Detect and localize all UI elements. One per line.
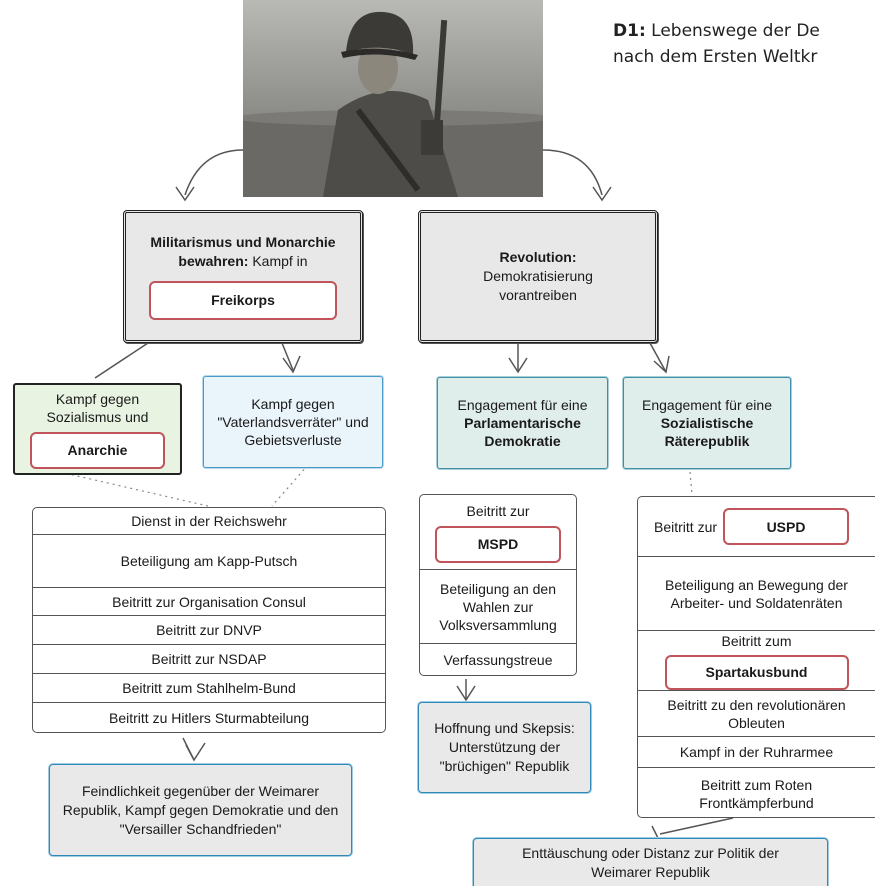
freikorps-badge: Freikorps — [149, 281, 337, 320]
vaterlandsverraeter-text: Kampf gegen "Vaterlandsverräter" und Geb… — [217, 396, 369, 448]
mspd-badge: MSPD — [435, 525, 561, 563]
figure-title: D1: Lebenswege der De nach dem Ersten We… — [613, 18, 875, 70]
spartakus-row: Beitritt zum Spartakusbund — [638, 631, 875, 691]
title-line-2: nach dem Ersten Weltkr — [613, 47, 818, 67]
anarchie-text: Kampf gegen Sozialismus und — [46, 390, 149, 425]
anarchie-badge: Anarchie — [30, 431, 165, 469]
raeterepublik-heading: Sozialistische Räterepublik — [660, 415, 754, 449]
outcome-enttaeuschung-text: Enttäuschung oder Distanz zur Politik de… — [522, 844, 779, 880]
outcome-hoffnung: Hoffnung und Skepsis: Unterstützung der … — [418, 702, 591, 793]
demokratie-text: Engagement für eine — [457, 397, 588, 413]
uspd-badge: USPD — [723, 508, 850, 545]
mspd-row: Beitritt zur MSPD — [420, 495, 576, 570]
list-item-text: Beitritt zu den revolutionären Obleuten — [667, 696, 846, 731]
spartakus-join-text: Beitritt zum — [721, 632, 792, 649]
list-item-text: Beteiligung an den Wahlen zur Volksversa… — [439, 580, 557, 633]
spartakus-badge: Spartakusbund — [664, 654, 849, 690]
right-activity-list: Beitritt zur USPD Beteiligung an Bewegun… — [637, 496, 875, 818]
anarchie-box: Kampf gegen Sozialismus und Anarchie — [13, 383, 182, 475]
list-item: Beitritt zum Roten Frontkämpferbund — [638, 768, 875, 817]
uspd-row: Beitritt zur USPD — [638, 497, 875, 557]
demokratie-heading: Parlamentarische Demokratie — [464, 415, 581, 449]
outcome-enttaeuschung: Enttäuschung oder Distanz zur Politik de… — [473, 838, 828, 886]
list-item: Beitritt zur Organisation Consul — [33, 588, 385, 616]
revolution-box: Revolution: Demokratisierung vorantreibe… — [418, 210, 658, 343]
vaterlandsverraeter-box: Kampf gegen "Vaterlandsverräter" und Geb… — [203, 376, 383, 468]
figure-label: D1: — [613, 21, 646, 41]
militarism-text: Kampf in — [252, 253, 308, 269]
left-activity-list: Dienst in der Reichswehr Beteiligung am … — [32, 507, 386, 733]
outcome-feindlichkeit: Feindlichkeit gegenüber der Weimarer Rep… — [49, 764, 352, 856]
list-item: Kampf in der Ruhrarmee — [638, 737, 875, 768]
raeterepublik-box: Engagement für eine Sozialistische Räter… — [623, 377, 791, 469]
list-item: Beteiligung an den Wahlen zur Volksversa… — [420, 570, 576, 644]
middle-activity-list: Beitritt zur MSPD Beteiligung an den Wah… — [419, 494, 577, 676]
list-item: Beitritt zu Hitlers Sturmabteilung — [109, 709, 309, 726]
list-item: Beitritt zur NSDAP — [33, 645, 385, 674]
uspd-join-text: Beitritt zur — [654, 518, 718, 535]
list-item: Beteiligung an Bewegung der Arbeiter- un… — [638, 557, 875, 631]
raeterepublik-text: Engagement für eine — [642, 397, 772, 413]
list-item: Dienst in der Reichswehr — [33, 508, 385, 535]
demokratie-box: Engagement für eine Parlamentarische Dem… — [437, 377, 608, 469]
list-item-text: Beteiligung an Bewegung der Arbeiter- un… — [665, 576, 848, 611]
list-item-text: Beitritt zum Roten Frontkämpferbund — [699, 776, 814, 811]
title-line-1: Lebenswege der De — [651, 21, 820, 41]
soldier-photo — [243, 0, 543, 197]
list-item: Beitritt zur DNVP — [33, 616, 385, 645]
revolution-heading: Revolution: — [499, 249, 577, 265]
list-item: Verfassungstreue — [443, 651, 553, 668]
list-item: Beteiligung am Kapp-Putsch — [33, 535, 385, 588]
revolution-text: Demokratisierung vorantreiben — [483, 268, 593, 303]
list-item: Beitritt zu den revolutionären Obleuten — [638, 691, 875, 737]
mspd-join-text: Beitritt zur — [466, 502, 530, 519]
militarism-box: Militarismus und Monarchie bewahren: Kam… — [123, 210, 363, 343]
outcome-hoffnung-text: Hoffnung und Skepsis: Unterstützung der … — [434, 720, 575, 774]
militarism-heading: Militarismus und Monarchie bewahren: — [150, 234, 336, 269]
list-item: Beitritt zum Stahlhelm-Bund — [33, 674, 385, 703]
outcome-feindlichkeit-text: Feindlichkeit gegenüber der Weimarer Rep… — [62, 782, 339, 837]
